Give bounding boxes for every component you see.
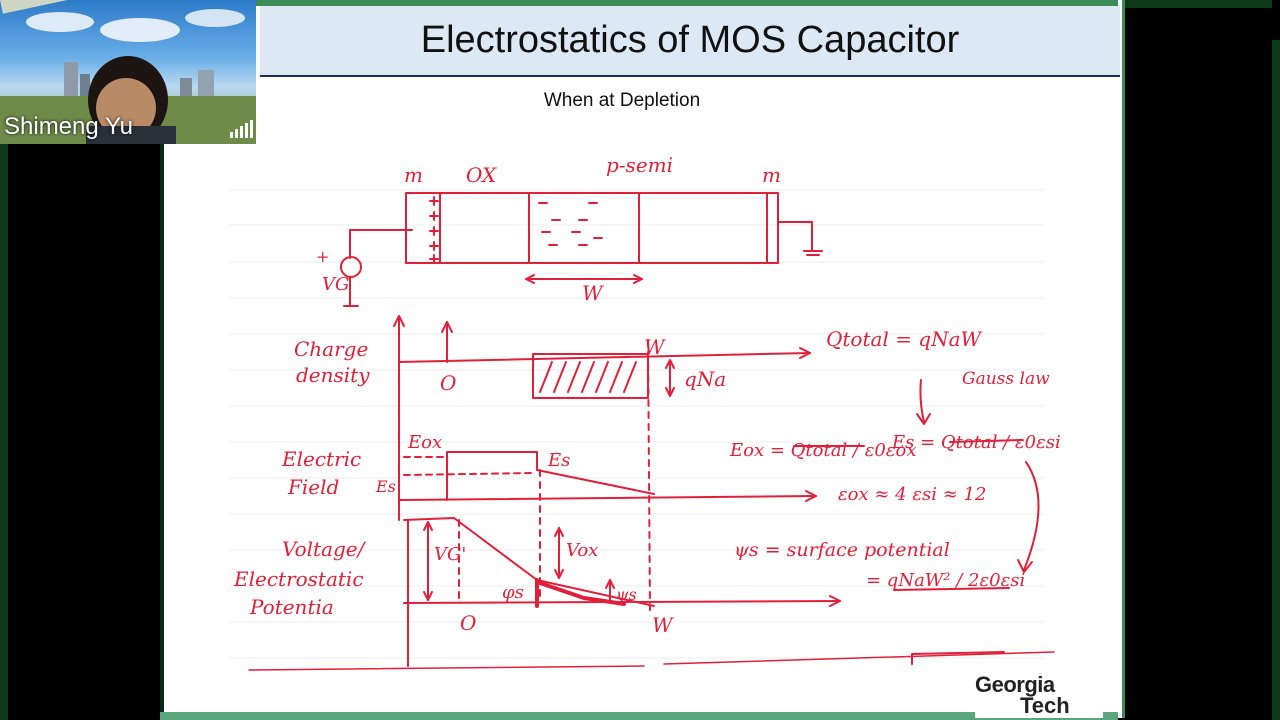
slide: Electrostatics of MOS Capacitor When at … bbox=[160, 0, 1125, 718]
label-p-semi: p-semi bbox=[606, 153, 673, 177]
handwritten-notes: m OX p-semi m + VG W Charge density O W … bbox=[229, 153, 1061, 671]
slide-border bbox=[255, 0, 1118, 6]
slide-title: Electrostatics of MOS Capacitor bbox=[420, 19, 960, 61]
label-plus: + bbox=[316, 247, 329, 266]
video-scene bbox=[0, 0, 256, 144]
participant-video-tile[interactable]: Shimeng Yu bbox=[0, 0, 256, 144]
label-voltage: Voltage/ bbox=[282, 537, 367, 561]
label-vox: Vox bbox=[566, 540, 598, 561]
label-es: Es bbox=[547, 450, 570, 471]
logo-text-tech: Tech bbox=[1020, 693, 1070, 718]
eq-eps: εox ≈ 4 εsi ≈ 12 bbox=[838, 484, 986, 505]
eq-es: Es = Qtotal / ε0εsi bbox=[891, 432, 1061, 453]
label-gauss-law: Gauss law bbox=[962, 369, 1050, 389]
label-electric: Electric bbox=[281, 447, 361, 471]
label-phis: φs bbox=[502, 582, 524, 603]
label-zero-charge: O bbox=[440, 371, 456, 395]
signal-bars-icon bbox=[230, 120, 253, 138]
eq-psi-def: ψs = surface potential bbox=[734, 539, 950, 561]
eq-eox: Eox = Qtotal / ε0εox bbox=[729, 440, 916, 461]
eq-psi: = qNaW² / 2ε0εsi bbox=[866, 570, 1025, 591]
label-w-diagram: W bbox=[582, 281, 604, 305]
georgia-tech-logo bbox=[975, 672, 1103, 718]
label-es-left: Es bbox=[375, 477, 396, 496]
label-eox: Eox bbox=[407, 432, 442, 453]
label-field: Field bbox=[287, 475, 339, 499]
label-electrostatic: Electrostatic bbox=[233, 567, 364, 591]
label-oxide: OX bbox=[466, 163, 497, 187]
stage-border bbox=[1118, 0, 1272, 8]
label-zero-voltage: O bbox=[460, 611, 476, 635]
slide-title-bar: Electrostatics of MOS Capacitor bbox=[260, 5, 1120, 77]
participant-name: Shimeng Yu bbox=[4, 113, 133, 140]
label-vg-prime: VG' bbox=[434, 544, 466, 565]
slide-border bbox=[160, 712, 1118, 720]
label-potentia: Potentia bbox=[249, 595, 334, 619]
label-charge: Charge bbox=[294, 337, 368, 361]
slide-subtitle: When at Depletion bbox=[543, 90, 701, 111]
label-qtotal: Qtotal = qNaW bbox=[826, 327, 983, 351]
stage-border bbox=[0, 0, 8, 720]
label-psis: ψs bbox=[616, 585, 637, 604]
label-w-voltage: W bbox=[652, 613, 674, 637]
label-metal-left: m bbox=[404, 163, 423, 187]
stage-border bbox=[1272, 40, 1280, 720]
label-w-charge: W bbox=[644, 335, 666, 359]
label-density: density bbox=[296, 363, 370, 387]
label-metal-right: m bbox=[762, 163, 781, 187]
logo-text-georgia: Georgia bbox=[975, 672, 1055, 697]
label-vg: VG bbox=[322, 274, 349, 295]
label-qna: qNa bbox=[684, 367, 726, 391]
